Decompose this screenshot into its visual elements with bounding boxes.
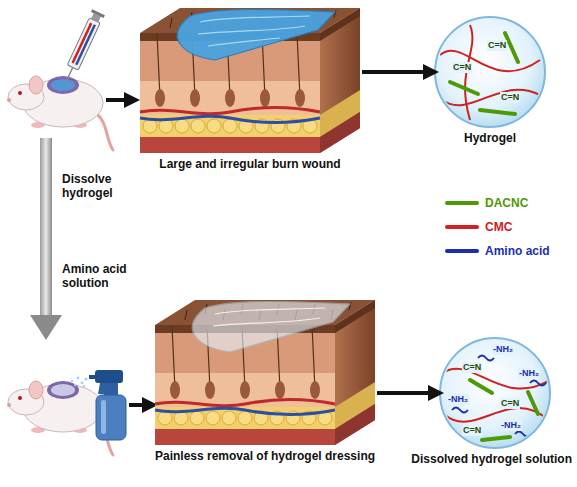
syringe bbox=[66, 67, 73, 82]
dissolved-network bbox=[440, 369, 550, 389]
legend-entry: CMC bbox=[445, 220, 512, 234]
spray-bottle bbox=[104, 383, 118, 395]
dissolved-network bbox=[440, 338, 550, 448]
skin-block bbox=[140, 8, 360, 153]
step-label: Amino acid solution bbox=[62, 262, 138, 290]
group-label: -NH₂ bbox=[518, 368, 540, 379]
mouse bbox=[47, 381, 79, 399]
hydrogel-network bbox=[440, 25, 540, 120]
dissolved-network bbox=[515, 432, 531, 437]
skin-block: Painless removal of hydrogel dressing bbox=[155, 300, 375, 445]
spray-bottle bbox=[96, 395, 126, 440]
legend-swatch bbox=[445, 249, 479, 253]
step-arrow bbox=[40, 138, 52, 316]
group-label: -NH₂ bbox=[492, 344, 514, 355]
flow-arrow bbox=[362, 70, 431, 74]
bond-label: C=N bbox=[500, 398, 520, 409]
step-label: Dissolve hydrogel bbox=[62, 172, 134, 200]
node-caption: Dissolved hydrogel solution bbox=[411, 452, 572, 466]
spray-bottle bbox=[71, 380, 73, 382]
group-label: -NH₂ bbox=[500, 420, 522, 431]
mouse bbox=[7, 76, 113, 150]
bond-label: C=N bbox=[462, 425, 482, 436]
skin-block bbox=[192, 302, 350, 353]
step-arrow bbox=[30, 315, 62, 340]
bond-label: C=N bbox=[462, 362, 482, 373]
legend-swatch bbox=[445, 201, 479, 205]
bond-label: C=N bbox=[500, 92, 520, 103]
node-caption: Large and irregular burn wound bbox=[159, 157, 340, 171]
node-caption: Painless removal of hydrogel dressing bbox=[155, 449, 375, 463]
hydrogel-network bbox=[435, 17, 545, 127]
legend-entry: DACNC bbox=[445, 196, 528, 210]
step-arrow bbox=[30, 138, 62, 340]
mouse bbox=[47, 76, 79, 94]
spray-bottle bbox=[74, 384, 76, 386]
node-caption: Hydrogel bbox=[464, 131, 516, 145]
hydrogel-network bbox=[450, 82, 478, 94]
dissolved-network bbox=[452, 408, 468, 413]
skin-block: Large and irregular burn wound bbox=[140, 8, 360, 153]
legend-label: DACNC bbox=[485, 196, 528, 210]
syringe bbox=[73, 23, 92, 63]
legend-label: Amino acid bbox=[485, 244, 550, 258]
dissolved-network bbox=[440, 356, 550, 441]
mouse bbox=[51, 384, 75, 396]
legend-swatch bbox=[445, 225, 479, 229]
skin-block bbox=[198, 16, 310, 46]
spray-bottle bbox=[83, 385, 85, 387]
legend-label: CMC bbox=[485, 220, 512, 234]
spray-bottle bbox=[81, 382, 84, 385]
group-label: -NH₂ bbox=[447, 394, 469, 405]
skin-block bbox=[177, 10, 335, 61]
dissolved-network bbox=[478, 356, 494, 361]
dissolved-network bbox=[445, 408, 548, 422]
skin-block bbox=[155, 300, 375, 445]
skin-block bbox=[192, 302, 350, 353]
dissolved-network bbox=[440, 338, 550, 448]
mouse bbox=[51, 79, 75, 91]
mouse bbox=[7, 76, 113, 150]
legend-entry: Amino acid bbox=[445, 244, 550, 258]
dissolved-network bbox=[528, 392, 538, 414]
skin-block bbox=[155, 300, 375, 445]
dissolved-network bbox=[482, 437, 510, 440]
spray-bottle bbox=[101, 400, 106, 434]
hydrogel-network bbox=[442, 90, 540, 106]
flow-arrow bbox=[106, 98, 132, 102]
dissolved-network bbox=[530, 381, 546, 386]
skin-block bbox=[177, 10, 335, 61]
syringe bbox=[60, 9, 105, 85]
hydrogel-network bbox=[480, 110, 515, 114]
syringe bbox=[91, 9, 105, 18]
bond-label: C=N bbox=[452, 62, 472, 73]
hydrogel-network bbox=[435, 17, 545, 127]
spray-bottle bbox=[84, 377, 87, 380]
skin-block bbox=[140, 8, 360, 153]
spray-bottle bbox=[95, 370, 123, 383]
spray-bottle bbox=[77, 377, 80, 380]
bond-label: C=N bbox=[487, 40, 507, 51]
syringe bbox=[76, 25, 95, 65]
syringe bbox=[67, 18, 100, 70]
dissolved-network bbox=[470, 380, 492, 393]
flow-arrow bbox=[129, 403, 150, 407]
spray-bottle bbox=[71, 377, 88, 388]
spray-bottle bbox=[71, 370, 126, 440]
skin-block bbox=[213, 308, 325, 326]
flow-arrow bbox=[377, 391, 436, 395]
